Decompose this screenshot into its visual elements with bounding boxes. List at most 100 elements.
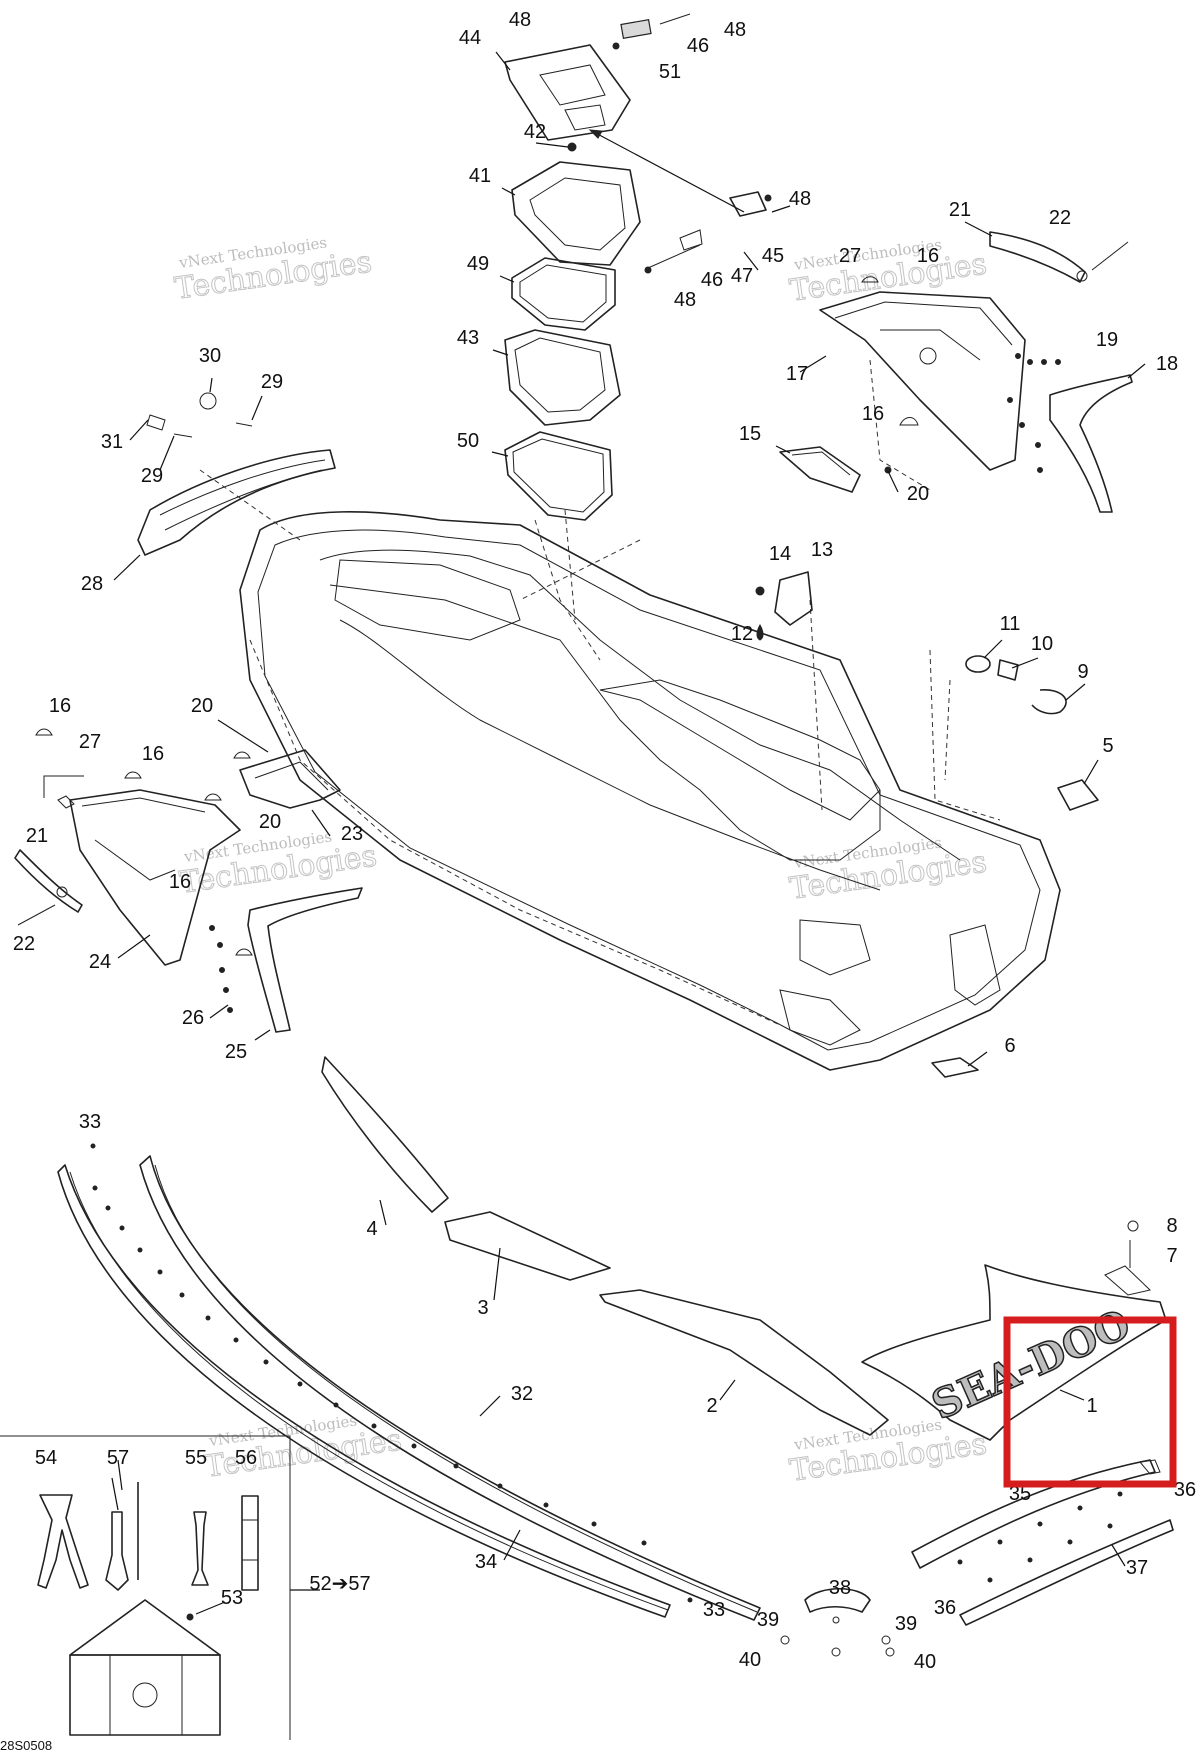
rub-rail-34 xyxy=(57,1164,671,1618)
callout-c46a: 46 xyxy=(687,35,709,57)
callout-c57: 57 xyxy=(107,1447,129,1469)
callout-c20b: 20 xyxy=(191,695,213,717)
deck-body xyxy=(239,511,1061,1071)
rub-rail-35-37 xyxy=(911,1459,1174,1626)
callout-c21a: 21 xyxy=(949,199,971,221)
callout-c16c: 16 xyxy=(49,695,71,717)
callout-c35: 35 xyxy=(1009,1483,1031,1505)
callout-c7: 7 xyxy=(1166,1245,1177,1267)
callout-c39b: 39 xyxy=(895,1613,917,1635)
callout-c32: 32 xyxy=(511,1383,533,1405)
callout-c48a: 48 xyxy=(509,9,531,31)
callout-c36a: 36 xyxy=(1174,1479,1196,1501)
decal-4 xyxy=(321,1056,449,1213)
callout-c25: 25 xyxy=(225,1041,247,1063)
callout-c1: 1 xyxy=(1086,1395,1097,1417)
callout-c49: 49 xyxy=(467,253,489,275)
highlight-box-part-1 xyxy=(1003,1316,1177,1488)
callout-c51: 51 xyxy=(659,61,681,83)
callout-c48b: 48 xyxy=(724,19,746,41)
decal-5 xyxy=(1057,779,1099,811)
callout-c43: 43 xyxy=(457,327,479,349)
storage-bin-43 xyxy=(504,329,621,426)
fasteners-left xyxy=(35,728,253,1013)
callout-c24: 24 xyxy=(89,951,111,973)
nose-cap-38 xyxy=(780,1588,895,1657)
side-panel-17 xyxy=(819,291,1026,471)
callout-c15: 15 xyxy=(739,423,761,445)
callout-c16b: 16 xyxy=(862,403,884,425)
callout-c28: 28 xyxy=(81,573,103,595)
gasket-49 xyxy=(511,257,616,331)
callout-c22b: 22 xyxy=(13,933,35,955)
callout-c10: 10 xyxy=(1031,633,1053,655)
callout-c27b: 27 xyxy=(79,731,101,753)
trim-21-right xyxy=(989,231,1129,283)
callout-c8: 8 xyxy=(1166,1215,1177,1237)
callout-c41: 41 xyxy=(469,165,491,187)
callout-c53: 53 xyxy=(221,1587,243,1609)
callout-c16d: 16 xyxy=(142,743,164,765)
callout-c33a: 33 xyxy=(79,1111,101,1133)
screwdriver-57 xyxy=(105,1482,139,1591)
trim-21-left xyxy=(14,849,83,926)
callout-c37: 37 xyxy=(1126,1557,1148,1579)
rail-fasteners-left xyxy=(90,1143,693,1603)
tool-pouch-53 xyxy=(69,1599,221,1736)
figure-code: 28S0508 xyxy=(0,1738,52,1753)
callout-c5257: 52➔57 xyxy=(309,1573,370,1595)
decal-3 xyxy=(444,1211,611,1281)
callout-c29b: 29 xyxy=(141,465,163,487)
callout-c44: 44 xyxy=(459,27,481,49)
callout-c34: 34 xyxy=(475,1551,497,1573)
callout-c5: 5 xyxy=(1102,735,1113,757)
callout-c29a: 29 xyxy=(261,371,283,393)
trim-25 xyxy=(247,887,363,1033)
callout-c46b: 46 xyxy=(701,269,723,291)
pliers-54 xyxy=(37,1494,89,1589)
callout-c22a: 22 xyxy=(1049,207,1071,229)
callout-c12: 12 xyxy=(731,623,753,645)
callout-c54: 54 xyxy=(35,1447,57,1469)
callout-c19: 19 xyxy=(1096,329,1118,351)
callout-c39a: 39 xyxy=(757,1609,779,1631)
wrench-55 xyxy=(191,1511,209,1586)
grab-handle-28 xyxy=(137,392,336,556)
vent-15 xyxy=(779,446,861,493)
callout-c27a: 27 xyxy=(839,245,861,267)
callout-c18: 18 xyxy=(1156,353,1178,375)
hardware-9-11 xyxy=(965,655,1067,715)
callout-c13: 13 xyxy=(811,539,833,561)
trim-18 xyxy=(1049,374,1133,513)
callout-c20c: 20 xyxy=(259,811,281,833)
callout-c20a: 20 xyxy=(907,483,929,505)
callout-c48c: 48 xyxy=(789,188,811,210)
callout-c56: 56 xyxy=(235,1447,257,1469)
decal-6 xyxy=(931,1057,979,1078)
rub-rail-32 xyxy=(139,1155,761,1621)
callout-c40a: 40 xyxy=(739,1649,761,1671)
spark-plug-wrench-56 xyxy=(241,1495,259,1591)
latch-51 xyxy=(612,13,691,50)
rail-fasteners-right xyxy=(957,1491,1123,1583)
callout-c33b: 33 xyxy=(703,1599,725,1621)
side-panel-24 xyxy=(69,789,241,966)
callout-c23: 23 xyxy=(341,823,363,845)
fasteners-right xyxy=(861,276,1061,474)
callout-c17: 17 xyxy=(786,363,808,385)
tool-kit-inset xyxy=(0,1435,320,1740)
callout-c16a: 16 xyxy=(917,245,939,267)
callout-c30: 30 xyxy=(199,345,221,367)
gasket-50 xyxy=(504,431,613,521)
callout-c50: 50 xyxy=(457,430,479,452)
callout-c36b: 36 xyxy=(934,1597,956,1619)
callout-c42: 42 xyxy=(524,121,546,143)
callout-c48d: 48 xyxy=(674,289,696,311)
storage-cover-44 xyxy=(504,44,631,141)
callout-c38: 38 xyxy=(829,1577,851,1599)
callout-c31: 31 xyxy=(101,431,123,453)
callout-c11: 11 xyxy=(1000,613,1021,635)
